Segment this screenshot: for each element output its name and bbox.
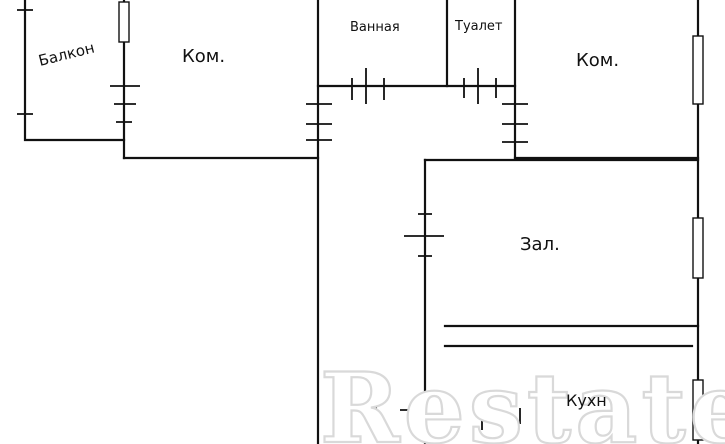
window-kitchen (692, 379, 704, 441)
room-label-bathroom: Ванная (350, 20, 400, 35)
window-balcony (118, 1, 130, 43)
door-kitchen (375, 396, 521, 430)
door-hall (404, 213, 444, 257)
window-room-right (692, 35, 704, 105)
door-balcony-room (110, 85, 140, 123)
room-label-toilet: Туалет (454, 19, 503, 34)
balcony-wall (23, 0, 126, 142)
room-label-kitchen: Кухн (566, 391, 607, 410)
door-toilet (463, 68, 497, 104)
room-label-room-left: Ком. (182, 46, 225, 67)
door-room-right (502, 103, 528, 143)
room-label-room-right: Ком. (576, 50, 619, 71)
door-room-left (306, 103, 332, 141)
door-bathroom (351, 68, 385, 104)
room-label-hall: Зал. (520, 234, 560, 255)
room-label-balcony: Балкон (37, 39, 97, 70)
watermark: Restate (320, 352, 725, 444)
doors (17, 9, 528, 430)
window-hall (692, 217, 704, 279)
windows (118, 1, 704, 441)
door-balcony-left (17, 9, 33, 115)
